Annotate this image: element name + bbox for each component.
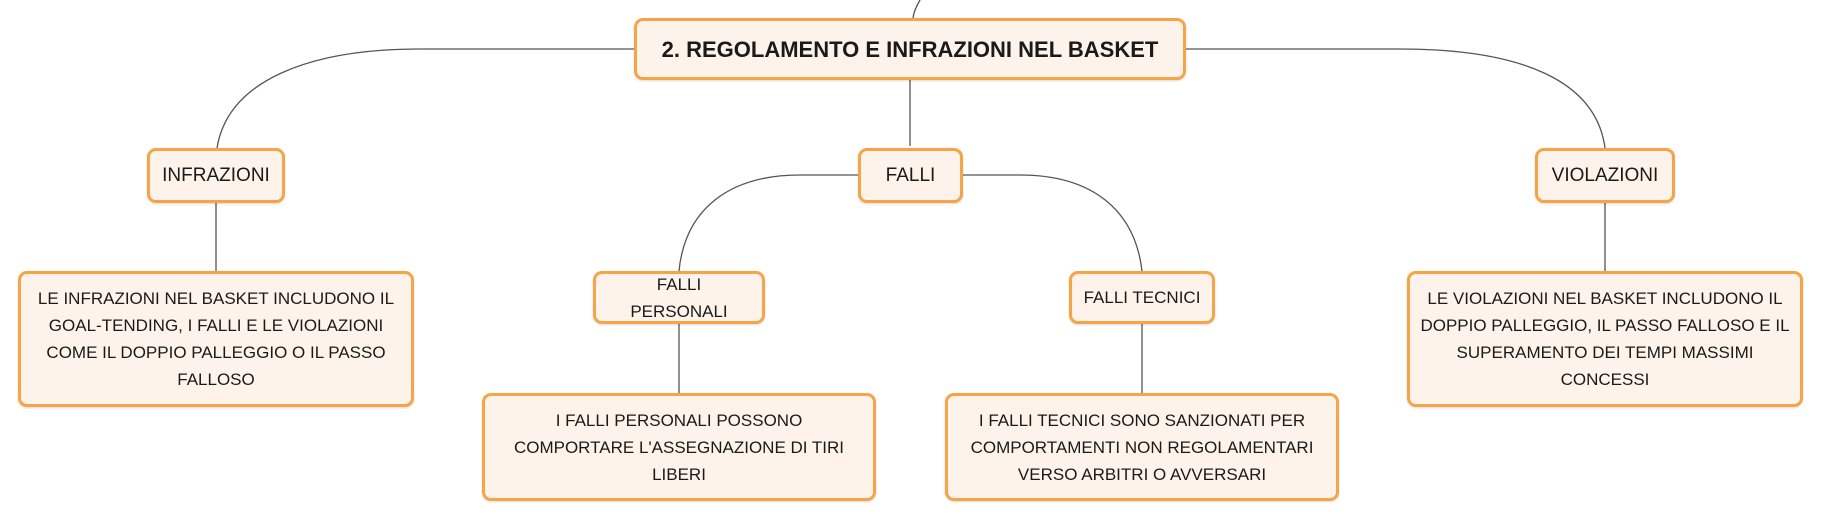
root-topic[interactable]: 2. REGOLAMENTO E INFRAZIONI NEL BASKET — [634, 18, 1186, 80]
topic-falli-personali[interactable]: FALLI PERSONALI — [593, 271, 765, 324]
desc-falli-tecnici[interactable]: I FALLI TECNICI SONO SANZIONATI PER COMP… — [945, 393, 1339, 501]
topic-falli-tecnici-label: FALLI TECNICI — [1083, 288, 1201, 307]
desc-falli-tecnici-text: I FALLI TECNICI SONO SANZIONATI PER COMP… — [970, 410, 1314, 484]
topic-falli-tecnici[interactable]: FALLI TECNICI — [1069, 271, 1215, 324]
connector-root-violazioni — [1186, 48, 1606, 149]
connector-falli-tecnici — [962, 174, 1143, 272]
connector-falli-personali — [678, 174, 858, 272]
desc-infrazioni[interactable]: LE INFRAZIONI NEL BASKET INCLUDONO IL GO… — [18, 271, 414, 407]
topic-falli-personali-label: FALLI PERSONALI — [630, 274, 728, 321]
topic-violazioni-label: VIOLAZIONI — [1551, 165, 1659, 186]
topic-infrazioni-label: INFRAZIONI — [162, 165, 270, 186]
desc-infrazioni-text: LE INFRAZIONI NEL BASKET INCLUDONO IL GO… — [37, 289, 395, 389]
connector-root-infrazioni — [216, 48, 634, 149]
connector-parent-root — [912, 0, 921, 19]
topic-violazioni[interactable]: VIOLAZIONI — [1535, 148, 1675, 203]
root-topic-label: 2. REGOLAMENTO E INFRAZIONI NEL BASKET — [661, 36, 1159, 62]
desc-falli-personali[interactable]: I FALLI PERSONALI POSSONO COMPORTARE L'A… — [482, 393, 876, 501]
topic-falli[interactable]: FALLI — [858, 148, 963, 203]
topic-falli-label: FALLI — [885, 165, 936, 186]
topic-infrazioni[interactable]: INFRAZIONI — [147, 148, 285, 203]
desc-falli-personali-text: I FALLI PERSONALI POSSONO COMPORTARE L'A… — [513, 410, 845, 484]
desc-violazioni-text: LE VIOLAZIONI NEL BASKET INCLUDONO IL DO… — [1420, 289, 1790, 389]
desc-violazioni[interactable]: LE VIOLAZIONI NEL BASKET INCLUDONO IL DO… — [1407, 271, 1803, 407]
